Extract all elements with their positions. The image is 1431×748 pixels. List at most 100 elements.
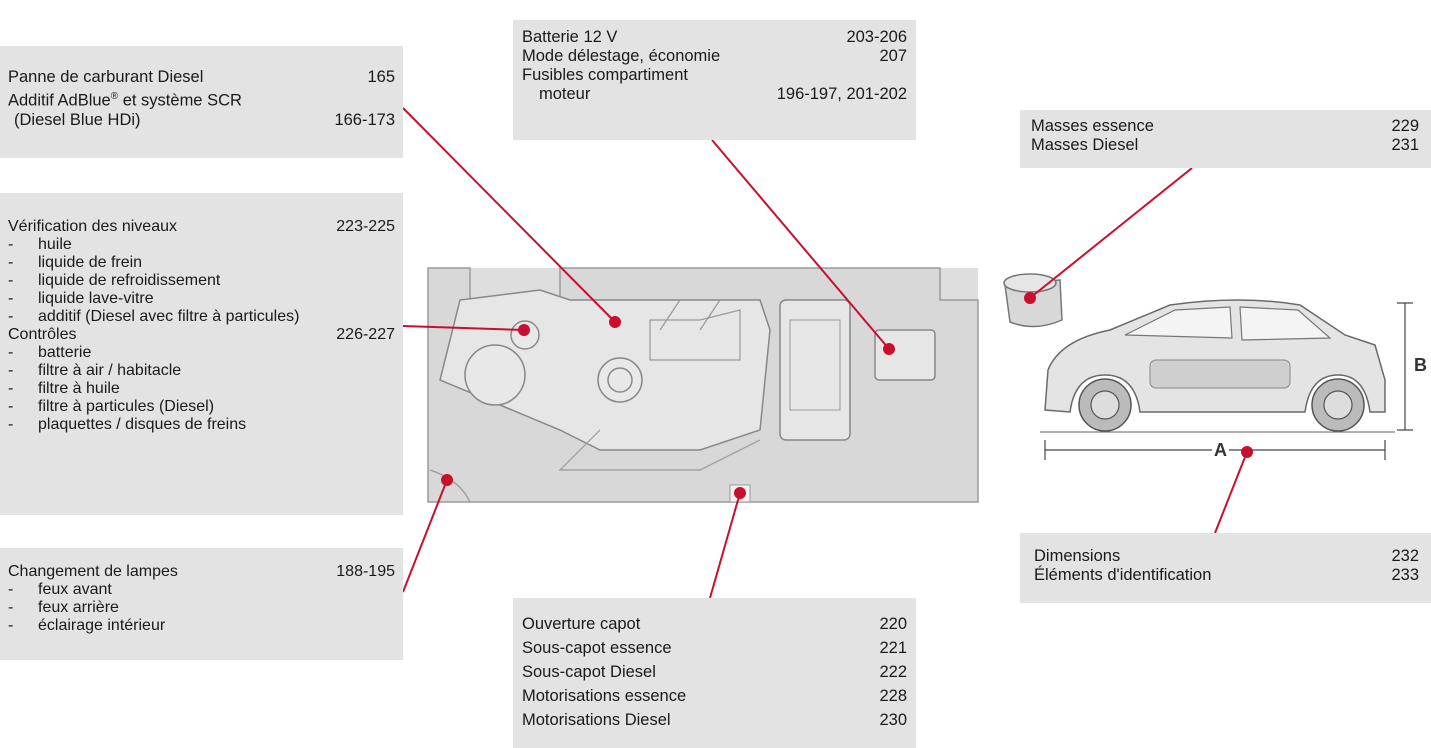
bonnet-row: Ouverture capot 220 [522,612,907,636]
checks-title-label: Contrôles [8,326,77,343]
levels-item: - additif (Diesel avec filtre à particule… [8,308,395,326]
checks-item: -filtre à particules (Diesel) [8,398,395,416]
battery-row-3: Fusibles compartiment [522,66,907,85]
engine-bay-illustration [427,267,979,503]
dims-label-2: Éléments d'identification [1034,566,1212,584]
dims-label-1: Dimensions [1034,547,1121,565]
adblue-label: Additif AdBlue [8,91,111,110]
lamps-title-page: 188-195 [336,563,395,580]
levels-title-label: Vérification des niveaux [8,218,177,235]
levels-title-page: 223-225 [336,218,395,235]
lamps-item: - feux avant [8,581,395,599]
battery-label-3: Fusibles compartiment [522,66,688,84]
dims-row-1: Dimensions 232 [1034,547,1419,566]
registered-mark: ® [110,91,119,102]
battery-row-1: Batterie 12 V 203-206 [522,28,907,47]
bonnet-label: Sous-capot Diesel [522,663,656,681]
masses-label-1: Masses essence [1031,117,1154,135]
dash: - [8,290,14,307]
dimension-height-label: B [1414,355,1427,375]
fuel-label-1: Panne de carburant Diesel [8,68,204,86]
bonnet-label: Ouverture capot [522,615,641,633]
dash: - [8,380,14,397]
dash: - [8,308,14,325]
bonnet-page: 221 [879,639,907,657]
bonnet-box: Ouverture capot 220 Sous-capot essence 221… [513,598,916,748]
checks-item: -batterie [8,344,395,362]
checks-title-page: 226-227 [336,326,395,343]
battery-label-1: Batterie 12 V [522,28,618,46]
dash: - [8,617,14,634]
dash: - [8,254,14,271]
levels-item: -liquide lave-vitre [8,290,395,308]
masses-row-1: Masses essence 229 [1031,117,1419,136]
bonnet-label: Motorisations Diesel [522,711,671,729]
battery-page-4: 196-197, 201-202 [776,85,907,103]
lamps-item-label: feux avant [38,581,112,598]
dimensions-box: Dimensions 232 Éléments d'identification… [1020,533,1431,603]
checks-item-label: filtre à air / habitacle [38,362,182,379]
lamps-item: - feux arrière [8,599,395,617]
fuel-box: Panne de carburant Diesel 165 Additif Ad… [0,46,403,158]
lamps-item-label: feux arrière [38,599,119,616]
levels-item: - liquide de refroidissement [8,272,395,290]
fuel-label-2: Additif AdBlue® et système SCR [8,87,242,111]
fuel-row-1: Panne de carburant Diesel 165 [8,68,395,87]
battery-page-2: 207 [879,47,907,65]
dims-page-2: 233 [1391,566,1419,584]
dash: - [8,398,14,415]
masses-label-2: Masses Diesel [1031,136,1139,154]
bonnet-page: 230 [879,711,907,729]
checks-item: - filtre à air / habitacle [8,362,395,380]
fuel-label-3: (Diesel Blue HDi) [14,110,141,129]
levels-title: Vérification des niveaux 223-225 [8,218,395,236]
dash: - [8,236,14,253]
dash: - [8,416,14,433]
bonnet-row: Sous-capot essence 221 [522,636,907,660]
levels-item-label: liquide de frein [38,254,143,271]
masses-box: Masses essence 229 Masses Diesel 231 [1020,110,1431,168]
dash: - [8,581,14,598]
dash: - [8,599,14,616]
battery-label-2: Mode délestage, économie [522,47,721,65]
lamps-item: - éclairage intérieur [8,617,395,635]
levels-box: Vérification des niveaux 223-225 -huile … [0,193,403,515]
levels-item-label: liquide de refroidissement [38,272,221,289]
battery-box: Batterie 12 V 203-206 Mode délestage, éc… [513,20,916,140]
dash: - [8,362,14,379]
bonnet-row: Motorisations essence 228 [522,684,907,708]
fuel-row-3: (Diesel Blue HDi) 166-173 [8,111,395,130]
battery-label-4: moteur [539,85,591,103]
levels-item-label: additif (Diesel avec filtre à particules… [38,308,300,325]
battery-row-4: moteur 196-197, 201-202 [522,85,907,104]
lamps-title: Changement de lampes 188-195 [8,563,395,581]
checks-item-label: plaquettes / disques de freins [38,416,247,433]
bonnet-page: 220 [879,615,907,633]
fuel-page-3: 166-173 [334,110,395,129]
masses-row-2: Masses Diesel 231 [1031,136,1419,155]
bonnet-page: 228 [879,687,907,705]
bonnet-label: Motorisations essence [522,687,687,705]
levels-item: - liquide de frein [8,254,395,272]
scr-label: et système SCR [118,91,242,110]
checks-item-label: filtre à huile [38,380,120,397]
bonnet-label: Sous-capot essence [522,639,672,657]
lamps-title-label: Changement de lampes [8,563,178,580]
leader-lines [402,107,1253,599]
dash: - [8,344,14,361]
lamps-box: Changement de lampes 188-195 - feux avant… [0,548,403,660]
battery-page-1: 203-206 [846,28,907,46]
bonnet-row: Motorisations Diesel 230 [522,708,907,732]
dims-row-2: Éléments d'identification 233 [1034,566,1419,585]
lamps-item-label: éclairage intérieur [38,617,166,634]
car-side-illustration [1040,299,1413,460]
dash: - [8,272,14,289]
checks-item: - filtre à huile [8,380,395,398]
levels-item: -huile [8,236,395,254]
dims-page-1: 232 [1391,547,1419,565]
masses-page-1: 229 [1391,117,1419,135]
checks-title: Contrôles 226-227 [8,326,395,344]
battery-row-2: Mode délestage, économie 207 [522,47,907,66]
